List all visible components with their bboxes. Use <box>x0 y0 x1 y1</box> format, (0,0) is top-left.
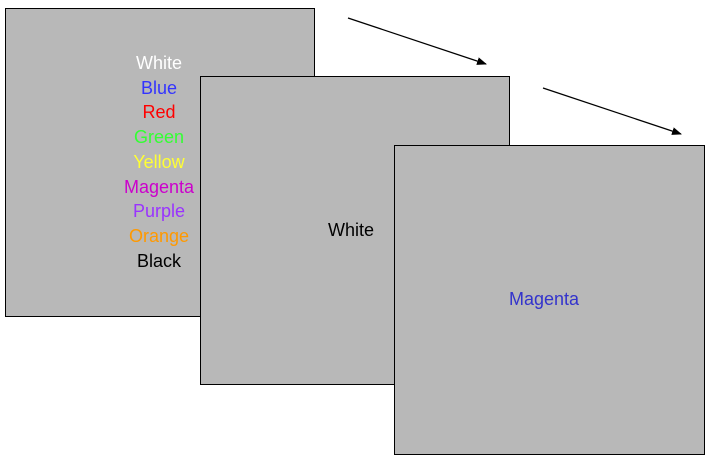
list-item: Purple <box>132 201 186 222</box>
color-word-list: White Blue Red Green Yellow Magenta Purp… <box>114 51 204 273</box>
list-item: Blue <box>140 77 178 98</box>
stimulus-word: Magenta <box>509 289 580 309</box>
list-item: Yellow <box>133 151 185 172</box>
list-item: Magenta <box>123 176 195 197</box>
arrow-2 <box>542 87 682 135</box>
list-item: Green <box>133 127 185 148</box>
stimulus-word: White <box>328 220 375 240</box>
list-item: Black <box>136 250 181 271</box>
panel-single-word-magenta: Magenta <box>394 145 705 455</box>
list-item: Red <box>142 102 176 123</box>
list-item: Orange <box>128 225 190 246</box>
arrow-1 <box>347 17 487 65</box>
list-item: White <box>135 53 182 73</box>
